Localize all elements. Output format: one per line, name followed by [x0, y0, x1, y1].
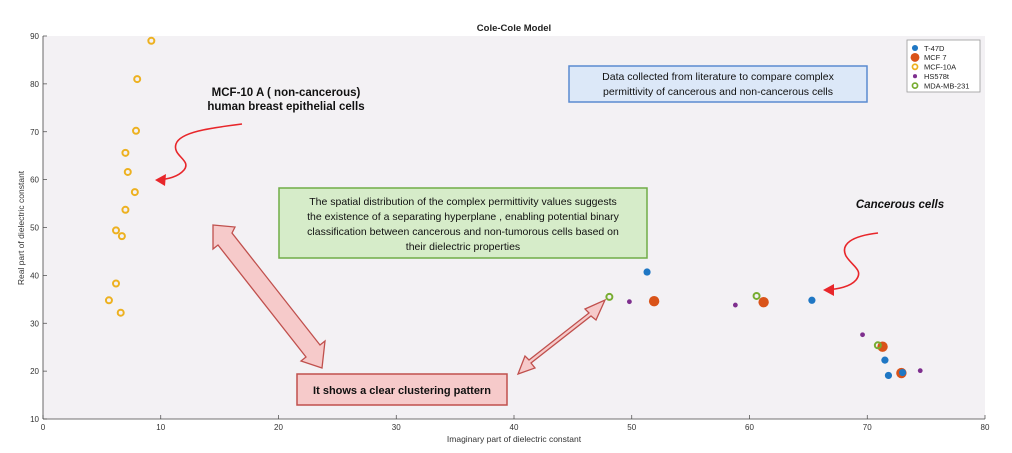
data-point-mcf-10a — [116, 308, 125, 317]
axes — [42, 35, 986, 420]
legend-marker — [911, 63, 919, 71]
x-tick-label: 20 — [274, 423, 283, 432]
x-tick-label: 10 — [156, 423, 165, 432]
curly-arrow-to-mcf10a — [157, 123, 243, 181]
cluster-box-text: It shows a clear clustering pattern — [313, 385, 491, 397]
x-tick-label: 70 — [863, 423, 872, 432]
hyperplane-line-4: their dielectric properties — [406, 241, 520, 253]
data-source-box — [568, 65, 868, 103]
data-point-t-47d — [881, 356, 889, 364]
data-point-t-47d — [808, 296, 816, 304]
data-point-mcf-10a — [133, 75, 142, 84]
legend-box — [906, 39, 981, 93]
x-tick-label: 40 — [510, 423, 519, 432]
hyperplane-line-2: the existence of a separating hyperplane… — [307, 211, 619, 223]
y-tick-label: 50 — [30, 224, 39, 233]
data-point-mcf-10a — [117, 232, 126, 241]
data-point-mcf-10a — [112, 226, 121, 235]
y-tick-label: 90 — [30, 32, 39, 41]
data-point-hs578t — [732, 302, 738, 308]
mcf10a-label-line-2: human breast epithelial cells — [207, 101, 364, 113]
data-point-mcf-10a — [132, 126, 141, 135]
legend-label: MCF-10A — [924, 63, 956, 72]
data-point-mcf-10a — [104, 296, 113, 305]
y-tick-label: 70 — [30, 128, 39, 137]
data-point-t-47d — [898, 368, 907, 377]
data-point-hs578t — [626, 299, 632, 305]
x-tick-label: 80 — [981, 423, 990, 432]
y-tick-label: 10 — [30, 415, 39, 424]
curly-arrow-head-left — [155, 174, 166, 186]
x-tick-label: 30 — [392, 423, 401, 432]
curly-arrow-to-cancerous — [825, 232, 879, 291]
data-point-t-47d — [884, 371, 893, 380]
hyperplane-line-3: classification between cancerous and non… — [307, 226, 619, 238]
y-tick-label: 20 — [30, 367, 39, 376]
data-point-mcf-10a — [130, 188, 139, 197]
x-axis-label: Imaginary part of dielectric constant — [447, 434, 582, 444]
data-point-t-47d — [643, 268, 651, 276]
data-points — [104, 36, 923, 380]
cluster-box — [296, 373, 508, 406]
data-point-mcf-7 — [648, 296, 660, 307]
legend-marker — [911, 82, 919, 89]
legend-marker — [910, 52, 920, 62]
data-source-line-1: Data collected from literature to compar… — [602, 71, 834, 83]
data-point-mcf-10a — [147, 36, 156, 45]
double-arrow-right — [516, 298, 607, 376]
y-tick-label: 80 — [30, 80, 39, 89]
data-point-hs578t — [917, 368, 923, 374]
data-point-mcf-10a — [112, 279, 121, 288]
legend-label: MDA-MB-231 — [924, 81, 969, 90]
data-point-mcf-10a — [121, 205, 130, 214]
x-tick-label: 0 — [41, 423, 46, 432]
data-source-line-2: permittivity of cancerous and non-cancer… — [603, 86, 833, 98]
curly-arrow-head-right — [823, 284, 834, 296]
data-point-mda-mb-231 — [605, 292, 614, 301]
y-tick-label: 60 — [30, 176, 39, 185]
data-point-hs578t — [860, 332, 865, 338]
legend-label: HS578t — [924, 72, 950, 81]
legend-label: T-47D — [924, 44, 945, 53]
y-axis-label: Real part of dielectric constant — [16, 170, 26, 285]
cancerous-label: Cancerous cells — [856, 199, 944, 211]
mcf10a-label-line-1: MCF-10 A ( non-cancerous) — [212, 87, 361, 99]
data-point-mcf-10a — [121, 148, 130, 157]
y-tick-label: 30 — [30, 319, 39, 328]
hyperplane-line-1: The spatial distribution of the complex … — [309, 196, 617, 208]
data-point-mda-mb-231 — [873, 341, 882, 350]
legend-marker — [912, 74, 918, 79]
y-tick-label: 40 — [30, 271, 39, 280]
legend-marker — [911, 44, 919, 52]
hyperplane-box — [278, 187, 648, 259]
data-point-mcf-10a — [123, 167, 132, 176]
legend-label: MCF 7 — [924, 53, 947, 62]
x-tick-label: 50 — [627, 423, 636, 432]
data-point-mda-mb-231 — [752, 291, 761, 300]
chart-title: Cole-Cole Model — [477, 23, 551, 34]
double-arrow-left — [212, 224, 326, 369]
data-point-mcf-7 — [758, 296, 769, 308]
x-tick-label: 60 — [745, 423, 754, 432]
